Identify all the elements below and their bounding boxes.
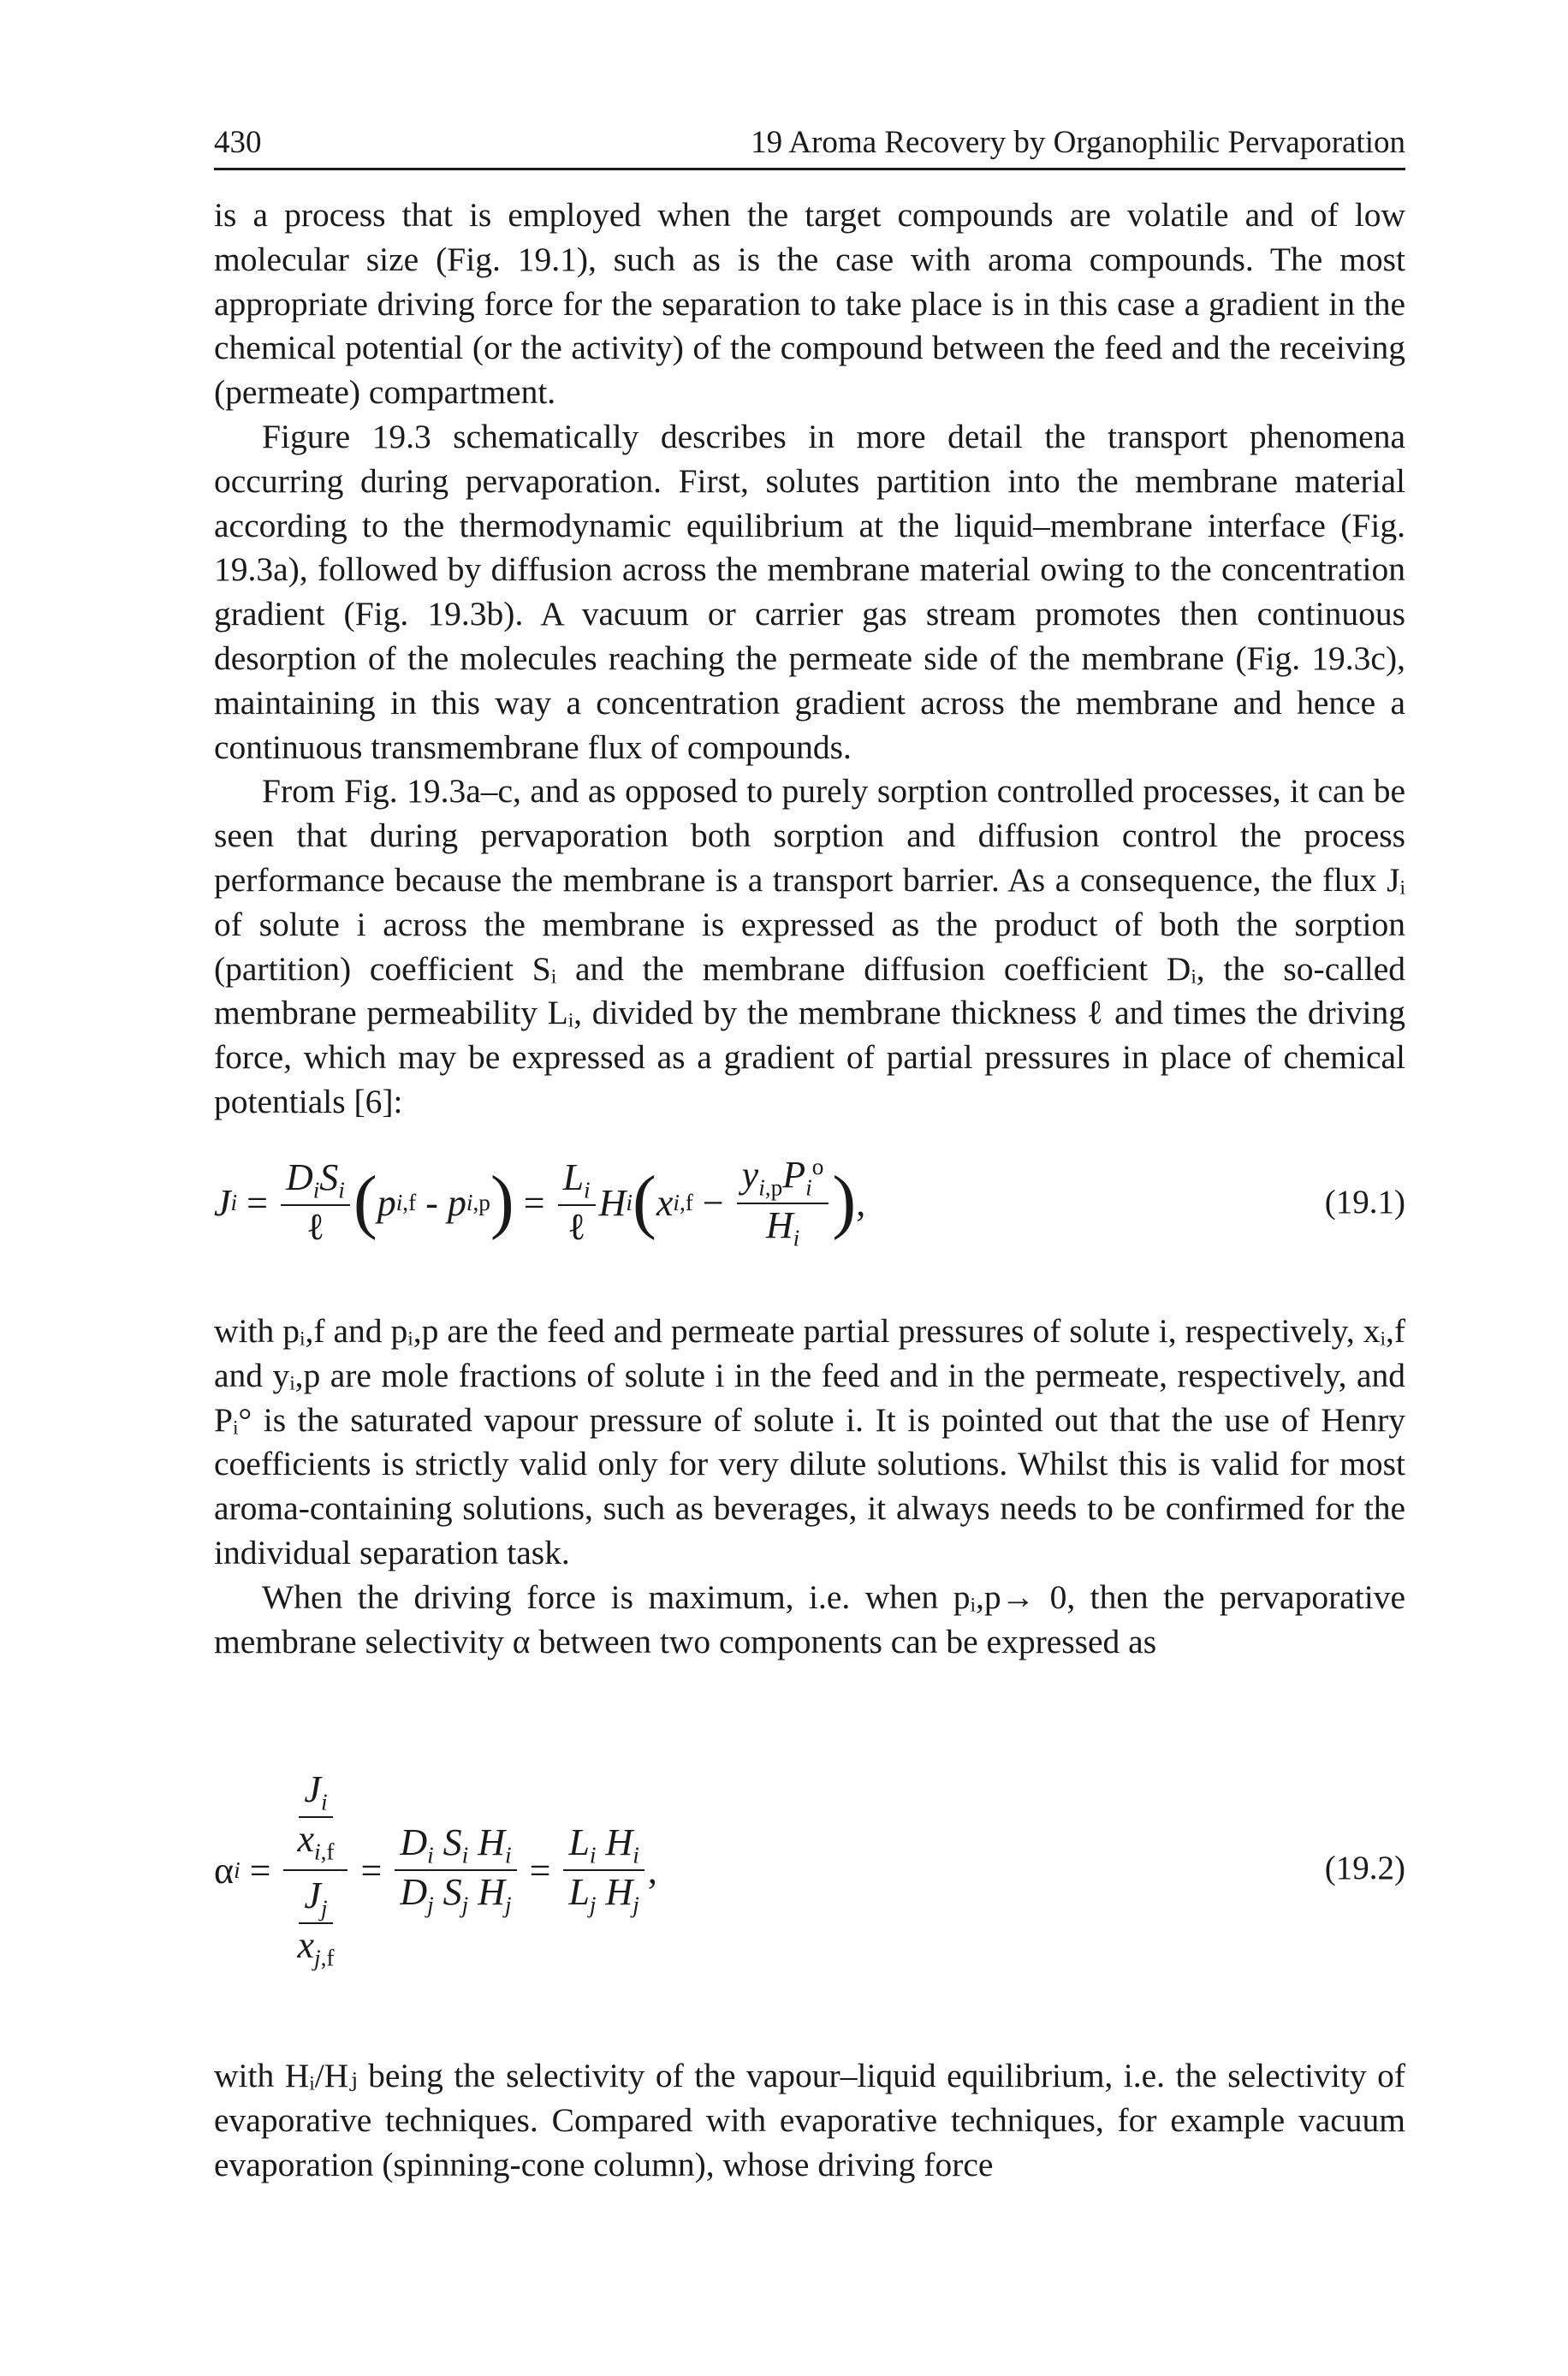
- paragraph-5: When the driving force is maximum, i.e. …: [214, 1577, 1405, 1660]
- eq2-frac-jj: Jj xj,f: [297, 1874, 335, 1971]
- equation-19-1-number: (19.1): [1324, 1184, 1405, 1221]
- text-block-middle: with pᵢ,f and pᵢ,p are the feed and perm…: [214, 1310, 1405, 1664]
- paragraph-4: with pᵢ,f and pᵢ,p are the feed and perm…: [214, 1312, 1405, 1571]
- eq1-frac-yp: yi,pPio Hi: [736, 1155, 829, 1250]
- eq2-compound-frac: Ji xi,f Jj xj,f: [283, 1767, 348, 1971]
- eq2-frac-lh: Li Hi Lj Hj: [563, 1822, 644, 1917]
- text-block-top: is a process that is employed when the t…: [214, 193, 1405, 1125]
- paragraph-3: From Fig. 19.3a–c, and as opposed to pur…: [214, 772, 1405, 1120]
- paragraph-2: Figure 19.3 schematically describes in m…: [214, 417, 1405, 766]
- text-block-bottom: with Hᵢ/Hⱼ being the selectivity of the …: [214, 2054, 1405, 2187]
- equation-19-2-number: (19.2): [1324, 1850, 1405, 1886]
- paragraph-6: with Hᵢ/Hⱼ being the selectivity of the …: [214, 2057, 1405, 2183]
- eq1-frac-ds: DiSi ℓ: [280, 1157, 350, 1247]
- running-header: 430 19 Aroma Recovery by Organophilic Pe…: [214, 118, 1405, 170]
- eq2-frac-dsh: Di Si Hi Dj Sj Hj: [395, 1822, 517, 1917]
- eq2-frac-ji: Ji xi,f: [297, 1767, 335, 1865]
- paragraph-1: is a process that is employed when the t…: [214, 196, 1405, 412]
- page-number: 430: [214, 125, 262, 160]
- eq1-frac-l: Li ℓ: [557, 1157, 596, 1247]
- running-title: 19 Aroma Recovery by Organophilic Pervap…: [751, 125, 1405, 160]
